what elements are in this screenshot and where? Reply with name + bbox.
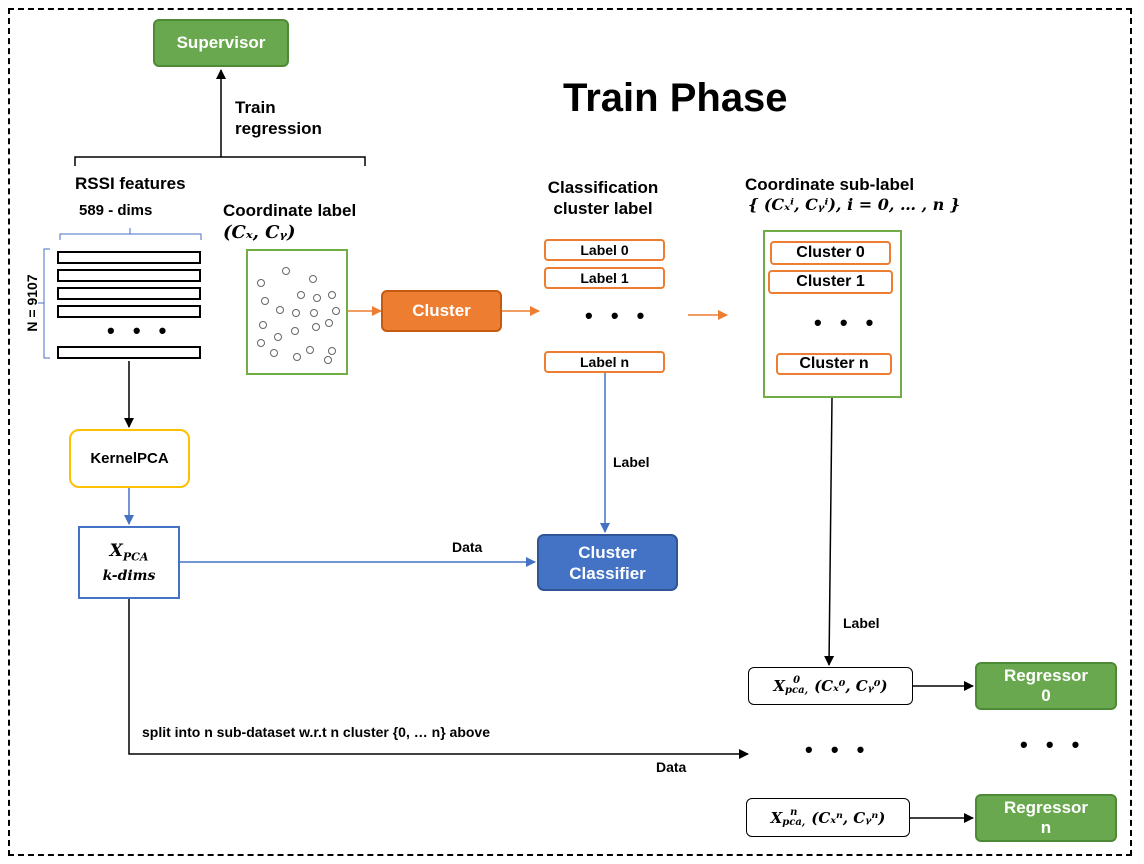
- scatter-point: [276, 306, 284, 314]
- xpca-x: X: [109, 541, 123, 562]
- regressor-0-line1: Regressor: [1003, 666, 1089, 685]
- regressor-0-box: Regressor 0: [975, 662, 1117, 710]
- scatter-point: [324, 356, 332, 364]
- rssi-n-label: N = 9107: [24, 274, 40, 332]
- diagram-frame: [8, 8, 1132, 856]
- xpca-box: XPCA k-dims: [78, 526, 180, 599]
- rssi-row: [57, 287, 201, 300]
- label-1-box: Label 1: [544, 267, 665, 289]
- scatter-point: [259, 321, 267, 329]
- classification-title-line2: cluster label: [553, 199, 653, 218]
- regressor-n-line1: Regressor: [1003, 798, 1089, 817]
- cluster-classifier-line2: Classifier: [569, 563, 646, 583]
- rssi-row: [57, 305, 201, 318]
- train-regression-line2: regression: [235, 119, 322, 138]
- scatter-point: [328, 291, 336, 299]
- cluster-classifier-line1: Cluster: [578, 542, 637, 562]
- scatter-point: [313, 294, 321, 302]
- cluster-classifier-box: Cluster Classifier: [537, 534, 678, 591]
- rssi-dims: 589 - dims: [79, 202, 153, 219]
- subset-n-sup: n: [790, 806, 798, 818]
- rssi-title: RSSI features: [75, 174, 186, 193]
- scatter-point: [312, 323, 320, 331]
- scatter-point: [257, 339, 265, 347]
- xpca-symbol: XPCA: [110, 541, 149, 563]
- scatter-point: [328, 347, 336, 355]
- subsets-ellipsis: • • •: [805, 737, 871, 762]
- cluster-0-box: Cluster 0: [770, 241, 891, 265]
- scatter-point: [261, 297, 269, 305]
- coordinate-label-formula: (Cₓ, Cᵧ): [223, 222, 296, 243]
- regressors-ellipsis: • • •: [1020, 732, 1086, 757]
- top-bracket: [74, 156, 366, 166]
- train-regression-label: Train regression: [235, 97, 322, 139]
- sub-label-title: Coordinate sub-label: [745, 175, 915, 194]
- label-n-box: Label n: [544, 351, 665, 373]
- scatter-point: [297, 291, 305, 299]
- scatter-point: [291, 327, 299, 335]
- scatter-point: [270, 349, 278, 357]
- coordinate-label-title: Coordinate label: [223, 201, 357, 220]
- page-title: Train Phase: [563, 76, 788, 120]
- clusters-ellipsis: • • •: [814, 310, 880, 335]
- dims-brace: [59, 228, 202, 240]
- regressor-0-line2: 0: [1041, 686, 1051, 705]
- rssi-row: [57, 251, 201, 264]
- edge-label-split: split into n sub-dataset w.r.t n cluster…: [142, 724, 490, 740]
- subset-0-coords: (Cₓ⁰, Cᵧ⁰): [814, 677, 888, 695]
- scatter-point: [332, 307, 340, 315]
- arrow-split: [128, 598, 749, 759]
- xpca-sub: PCA: [122, 550, 149, 564]
- regressor-n-box: Regressor n: [975, 794, 1117, 842]
- cluster-n-box: Cluster n: [776, 353, 892, 375]
- train-regression-line1: Train: [235, 98, 276, 117]
- scatter-point: [306, 346, 314, 354]
- subset-0-x: X: [773, 677, 786, 695]
- scatter-point: [325, 319, 333, 327]
- rssi-ellipsis: • • •: [107, 318, 173, 343]
- scatter-point: [282, 267, 290, 275]
- rssi-row: [57, 346, 201, 359]
- edge-label-label-blue: Label: [613, 454, 650, 470]
- scatter-point: [293, 353, 301, 361]
- cluster-box: Cluster: [381, 290, 502, 332]
- arrow-sublabel-x0: [824, 397, 835, 666]
- subset-n-x: X: [770, 808, 783, 827]
- classification-title: Classification cluster label: [542, 177, 664, 219]
- scatter-point: [310, 309, 318, 317]
- subset-0-sup: 0: [793, 675, 801, 686]
- edge-label-data-black: Data: [656, 759, 687, 775]
- coordinate-scatter-box: [246, 249, 348, 375]
- classification-title-line1: Classification: [547, 178, 659, 197]
- rssi-row: [57, 269, 201, 282]
- regressor-n-line2: n: [1040, 818, 1052, 837]
- edge-label-data-blue: Data: [452, 539, 483, 555]
- scatter-point: [257, 279, 265, 287]
- n-brace: [38, 248, 50, 359]
- edge-label-label-black: Label: [843, 615, 880, 631]
- label-0-box: Label 0: [544, 239, 665, 261]
- scatter-point: [274, 333, 282, 341]
- kernelpca-box: KernelPCA: [69, 429, 190, 488]
- subset-n-sub: pca,: [782, 816, 806, 828]
- xpca-dims: k-dims: [102, 567, 156, 584]
- supervisor-box: Supervisor: [153, 19, 289, 67]
- sub-label-formula: { (Cₓⁱ, Cᵧⁱ), i = 0, … , n }: [748, 195, 961, 214]
- labels-ellipsis: • • •: [585, 303, 651, 328]
- cluster-1-box: Cluster 1: [768, 270, 893, 294]
- subset-0-sub: pca,: [785, 685, 809, 696]
- scatter-point: [292, 309, 300, 317]
- scatter-point: [309, 275, 317, 283]
- subset-n-coords: (Cₓⁿ, Cᵧⁿ): [811, 808, 886, 827]
